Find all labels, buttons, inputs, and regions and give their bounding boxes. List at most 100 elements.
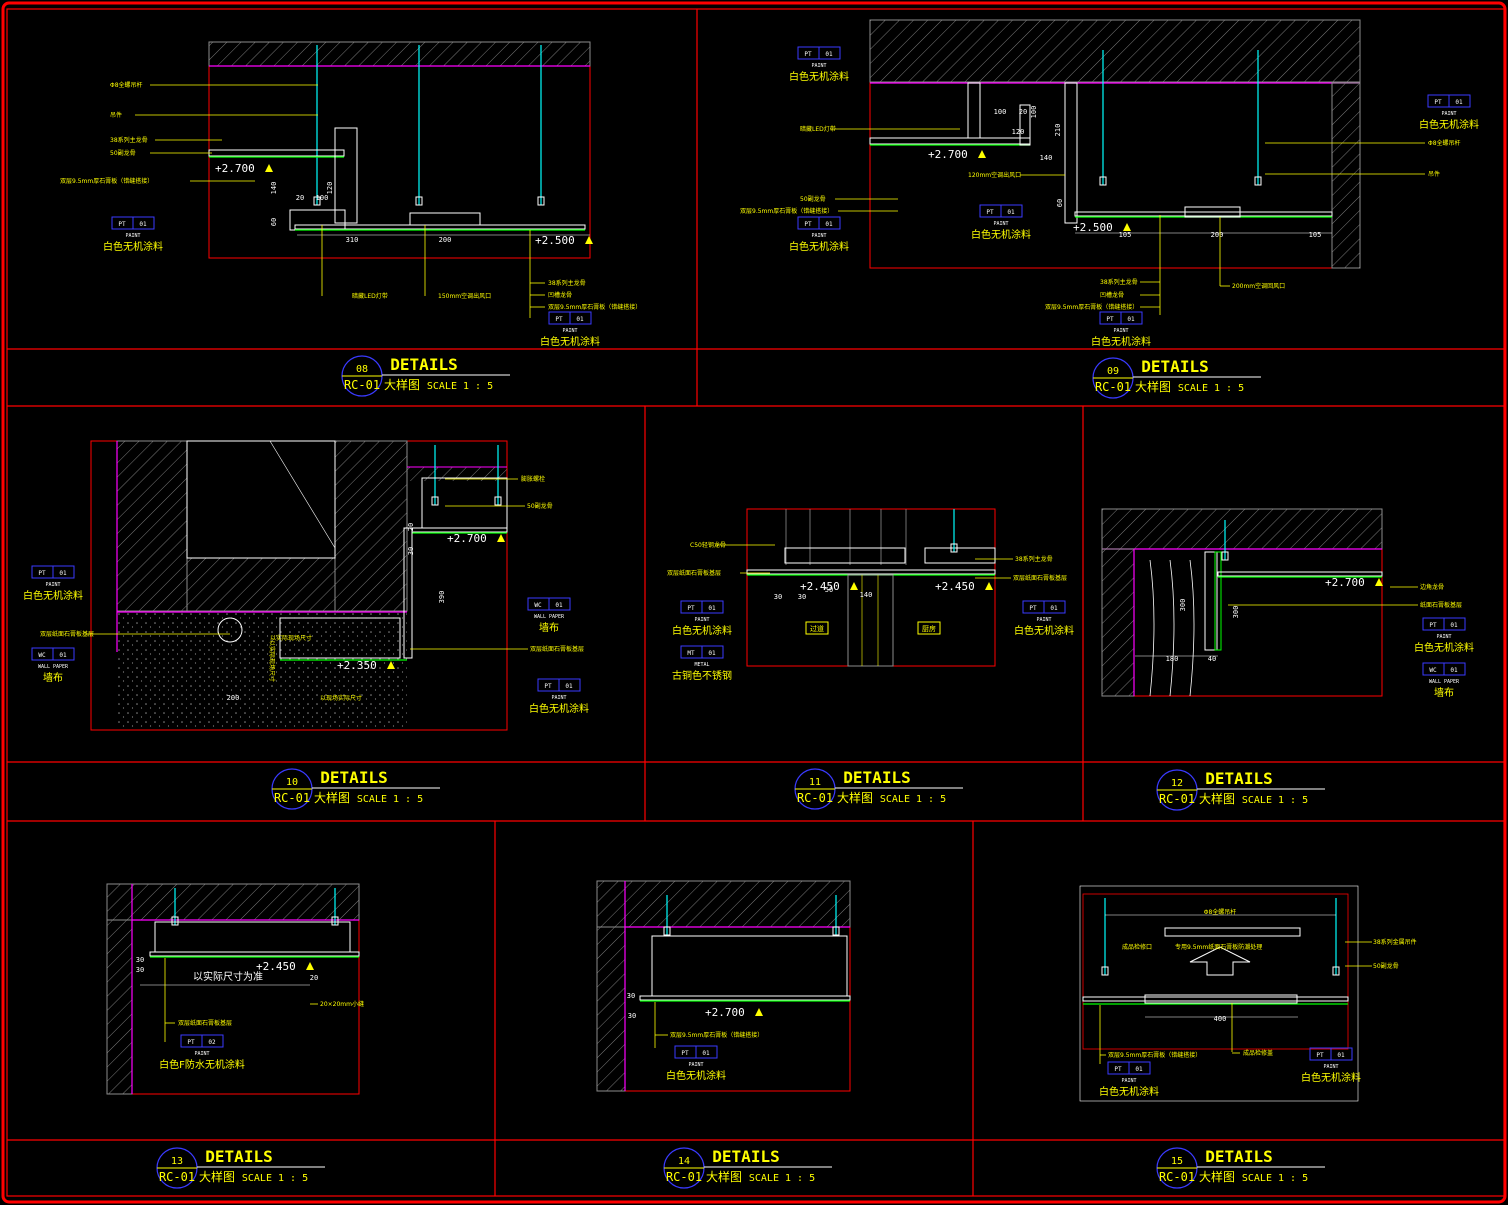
tag-code: PT [1429,622,1437,629]
dimension-text: 210 [1054,124,1062,137]
sheet-code: RC-01 [666,1170,702,1184]
tag-description: 白色F防水无机涂料 [159,1058,245,1071]
dimension-text: 30 [774,593,782,601]
detail-title: DETAILS [712,1147,779,1166]
tag-material: PAINT [688,1062,703,1068]
dimension-text: 400 [1214,1015,1227,1023]
tag-code: WC [38,652,46,659]
hanger-clip [171,916,179,926]
dimension-text: 120 [1012,128,1025,136]
tag-code: PT [544,683,552,690]
dimension-text: 200 [439,236,452,244]
tag-code: MT [687,650,695,657]
detail-10: +2.700+2.3502030390200膨胀螺栓50副龙骨双层纸面石膏板基层… [23,440,589,731]
dimension-text: 100 [994,108,1007,116]
detail-scale: SCALE 1 : 5 [1242,1173,1308,1184]
tag-code: PT [38,570,46,577]
hanger-clip [663,926,671,936]
panel-grid [6,8,1505,1197]
detail-number: 10 [286,777,298,788]
level-mark: +2.700 [215,162,255,175]
diagonal [269,440,336,549]
callout-note: Φ8全螺吊杆 [110,81,143,89]
vertical-board [403,527,413,659]
dimension-text: 140 [1040,154,1053,162]
tag-code: PT [118,221,126,228]
tag-material: PAINT [1121,1078,1136,1084]
tag-material: PAINT [45,582,60,588]
gypsum-board [149,951,360,957]
tag-number: 01 [1007,209,1015,216]
hanger-clip [331,916,339,926]
tag-code: PT [804,221,812,228]
concrete-slab [106,883,360,921]
tag-code: WC [534,602,542,609]
dimension-text: 120 [326,182,334,195]
concrete-slab [186,557,336,612]
callout-note: 双层9.5mm厚石膏板（错缝搭接） [1108,1051,1201,1059]
dimension-text: 390 [438,591,446,604]
detail-15: Φ8全螺吊杆400成品检修口专用9.5mm纸面石膏板防潮处理38系列金属吊件50… [1079,885,1417,1102]
dimension-text: 60 [270,218,278,226]
dimension-text: 140 [860,591,873,599]
dimension-text: 40 [1208,655,1216,663]
tag-number: 01 [825,221,833,228]
callout-note: 以实际现场尺寸 [268,640,276,682]
hanger-clip [1332,966,1340,976]
tag-number: 01 [555,602,563,609]
callout-note: 以实际尺寸为准 [193,970,263,983]
dimension-text: 200 [227,694,240,702]
dimension-text: 20 [296,194,304,202]
detail-subtitle: 大样图 [706,1169,742,1184]
callout-note: 38系列金属吊件 [1373,938,1417,946]
tag-description: 白色无机涂料 [540,335,600,348]
access-lid [1144,994,1298,1004]
tag-description: 白色无机涂料 [789,240,849,253]
level-mark: +2.700 [928,148,968,161]
pipe [217,617,243,643]
detail-inner [1082,893,1349,1050]
room-label-box [805,621,829,635]
detail-subtitle: 大样图 [1199,1169,1235,1184]
callout-note: 以现场实际尺寸 [320,694,362,702]
dimension-text: 20 [407,523,415,531]
detail-subtitle: 大样图 [1135,379,1171,394]
callout-note: 双层9.5mm厚石膏板（错缝搭接） [670,1031,763,1039]
dimension-text: 50 [825,586,833,594]
room-label: 过道 [810,624,824,633]
concrete-slab [208,41,591,67]
tag-material: METAL [694,662,709,668]
callout-note: 20×20mm小缝 [320,1000,364,1008]
callout-note: 120mm空调出风口 [968,171,1021,179]
tag-material: PAINT [562,328,577,334]
tag-code: PT [187,1039,195,1046]
dimension-text: 300 [1232,606,1240,619]
level-triangle [585,236,593,244]
tag-material: PAINT [125,233,140,239]
detail-subtitle: 大样图 [314,790,350,805]
tag-material: PAINT [1441,111,1456,117]
detail-title: DETAILS [1205,1147,1272,1166]
callout-note: 38系列主龙骨 [1015,555,1053,563]
tag-number: 01 [565,683,573,690]
tag-number: 01 [1337,1052,1345,1059]
level-mark: +2.450 [800,580,840,593]
tag-material: WALL PAPER [1429,679,1460,685]
callout-note: 150mm空调出风口 [438,292,491,300]
tag-code: WC [1429,667,1437,674]
tag-code: PT [1029,605,1037,612]
detail-number: 09 [1107,366,1119,377]
tag-description: 白色无机涂料 [1419,118,1479,131]
lower-box [279,617,401,659]
level-triangle [755,1008,763,1016]
